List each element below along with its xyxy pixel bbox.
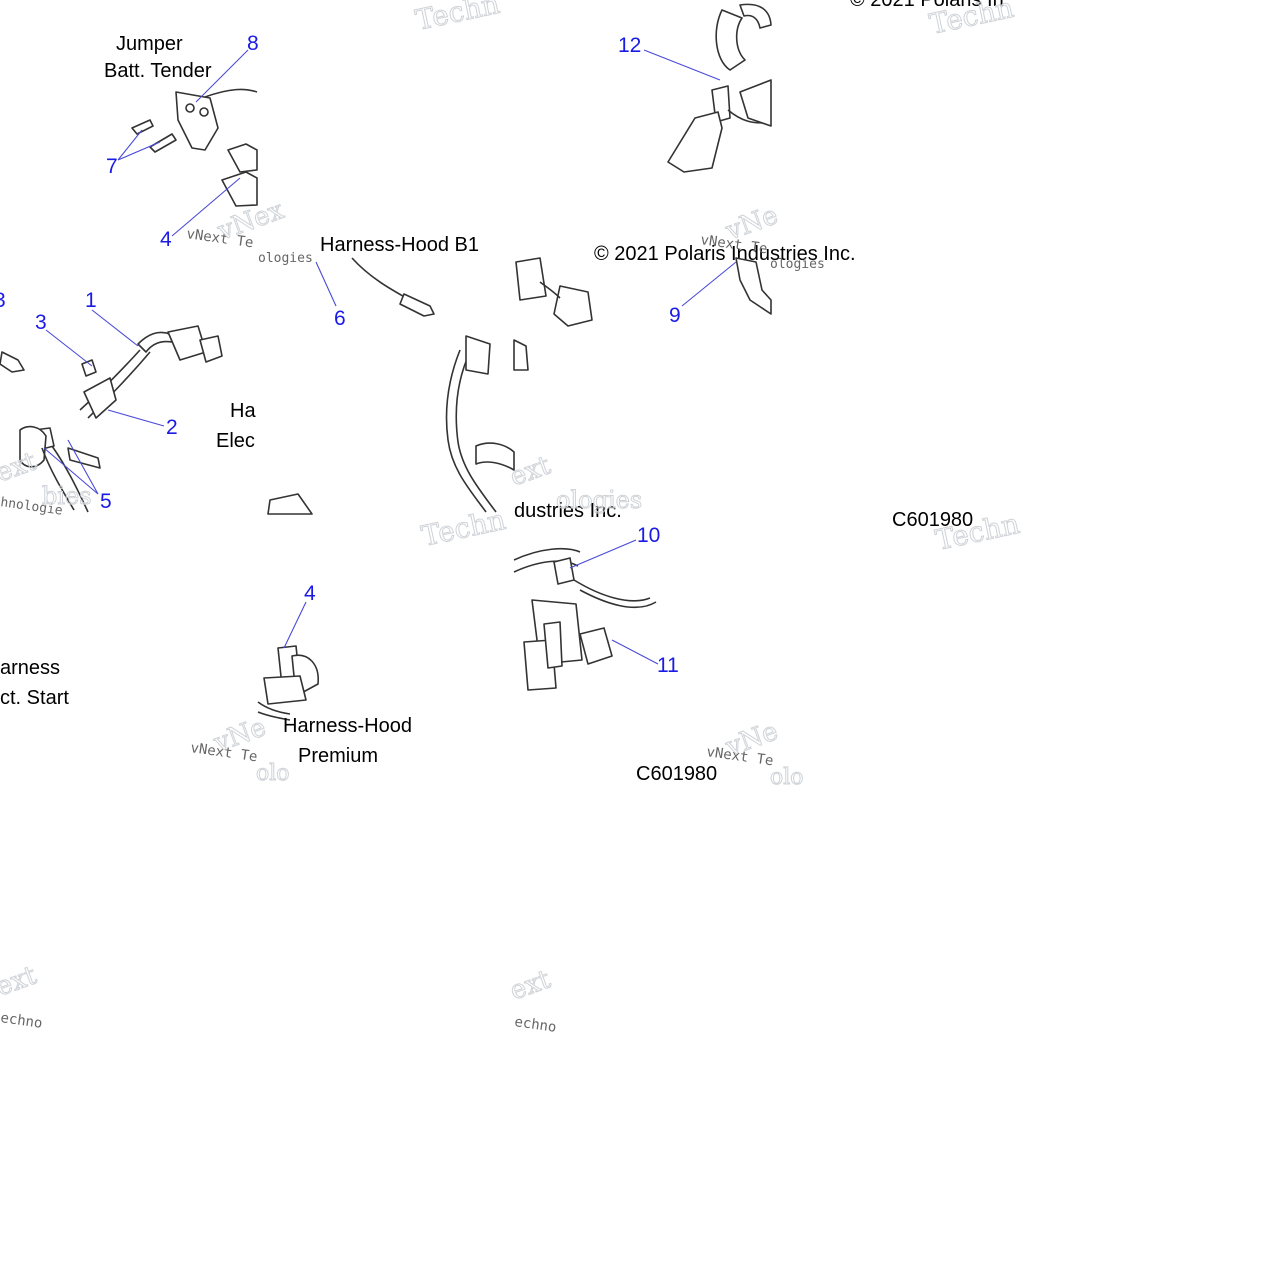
callout-7: 7 [106,155,118,178]
label-premium: Premium [298,745,378,767]
watermark: ologies [556,486,642,514]
label-elect-start-partial: ct. Start [0,687,69,709]
label-industries-partial: dustries Inc. [514,500,622,522]
callout-6: 6 [334,307,346,330]
label-part-number-lower: C601980 [636,763,717,785]
label-harness-hood: Harness-Hood [283,715,412,737]
label-jumper: Jumper [116,33,183,55]
harness-hood-b1-illustration [0,257,515,515]
watermark: bies [42,482,92,510]
label-harness-hood-b1: Harness-Hood B1 [320,234,479,256]
harness-12-illustration [667,3,772,173]
callout-8: 8 [247,32,259,55]
watermark: olo [256,761,290,786]
watermark: ologies [770,257,825,272]
callout-3-left: 3 [0,289,6,312]
watermark: olo [770,765,804,790]
watermark: echno [0,1010,43,1032]
watermark: Techn [419,503,509,553]
callout-1: 1 [85,289,97,312]
label-copyright: © 2021 Polaris In [850,0,1004,11]
callout-3: 3 [35,311,47,334]
watermark: Techn [413,0,503,37]
harness-hood-premium-illustration [257,645,319,721]
watermark: echno [513,1014,557,1036]
connector-illustration [513,257,772,371]
label-harness-partial: Ha [230,400,256,422]
tile-middle-right: © 2021 Polaris Industries Inc. vNext Te … [506,200,1023,558]
callout-2: 2 [166,416,178,439]
label-copyright-full: © 2021 Polaris Industries Inc. [594,243,856,265]
callout-11: 11 [657,654,679,677]
tile-bottom-left: arness ct. Start 4 Harness-Hood Premium … [0,582,412,1032]
callout-9: 9 [669,304,681,327]
tile-middle-left: Harness-Hood B1 [0,234,515,553]
watermark: ologies [258,251,313,266]
tile-top-left: Techn Jumper Batt. Tender 8 7 4 vNext Te… [104,0,503,266]
screw-illustration [131,119,177,153]
watermark: ext [0,960,41,1002]
watermark: Techn [927,0,1017,41]
tile-top-right: © 2021 Polaris In Techn 12 [618,0,1017,173]
callout-4-lower: 4 [304,582,316,605]
tile-bottom-right: 10 11 C601980 vNext Te vNe olo ext echno [506,524,804,1036]
callout-4: 4 [160,228,172,251]
label-part-number: C601980 [892,509,973,531]
label-elec-partial: Elec [216,430,255,452]
label-harness-partial-2: arness [0,657,60,679]
jumper-bracket-illustration [175,88,258,207]
callout-5: 5 [100,490,112,513]
harness-10-11-illustration [513,547,657,691]
label-batt-tender: Batt. Tender [104,60,212,82]
callout-10: 10 [637,524,660,547]
watermark: ext [506,964,555,1006]
callout-12: 12 [618,34,641,57]
